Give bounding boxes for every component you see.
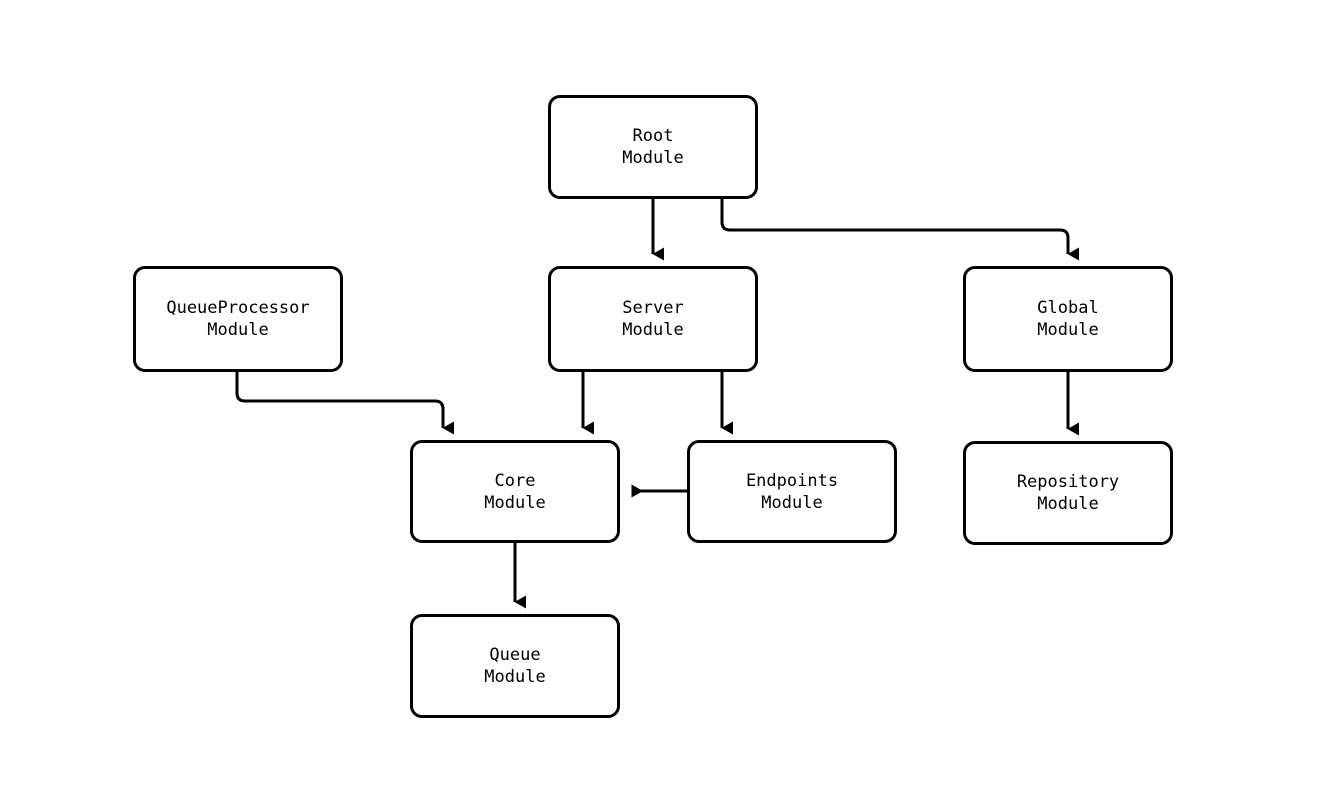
node-core-module[interactable]: Core Module — [410, 440, 620, 543]
node-queueprocessor-module-label: QueueProcessor Module — [166, 298, 310, 340]
node-server-module-label: Server Module — [622, 298, 684, 340]
node-global-module-label: Global Module — [1037, 298, 1099, 340]
node-repository-module-label: Repository Module — [1016, 472, 1120, 514]
node-core-module-label: Core Module — [484, 470, 546, 513]
node-endpoints-module[interactable]: Endpoints Module — [687, 440, 897, 543]
node-global-module[interactable]: Global Module — [963, 266, 1173, 372]
node-queue-module-label: Queue Module — [484, 645, 546, 687]
node-repository-module[interactable]: Repository Module — [963, 441, 1173, 545]
node-root-module-label: Root Module — [622, 126, 684, 168]
node-queue-module[interactable]: Queue Module — [410, 614, 620, 718]
edge-root-to-global — [720, 199, 1079, 261]
node-server-module[interactable]: Server Module — [548, 266, 758, 372]
node-endpoints-module-label: Endpoints Module — [745, 470, 839, 513]
edge-queueprocessor-to-core — [235, 372, 454, 435]
node-root-module[interactable]: Root Module — [548, 95, 758, 199]
node-queueprocessor-module[interactable]: QueueProcessor Module — [133, 266, 343, 372]
